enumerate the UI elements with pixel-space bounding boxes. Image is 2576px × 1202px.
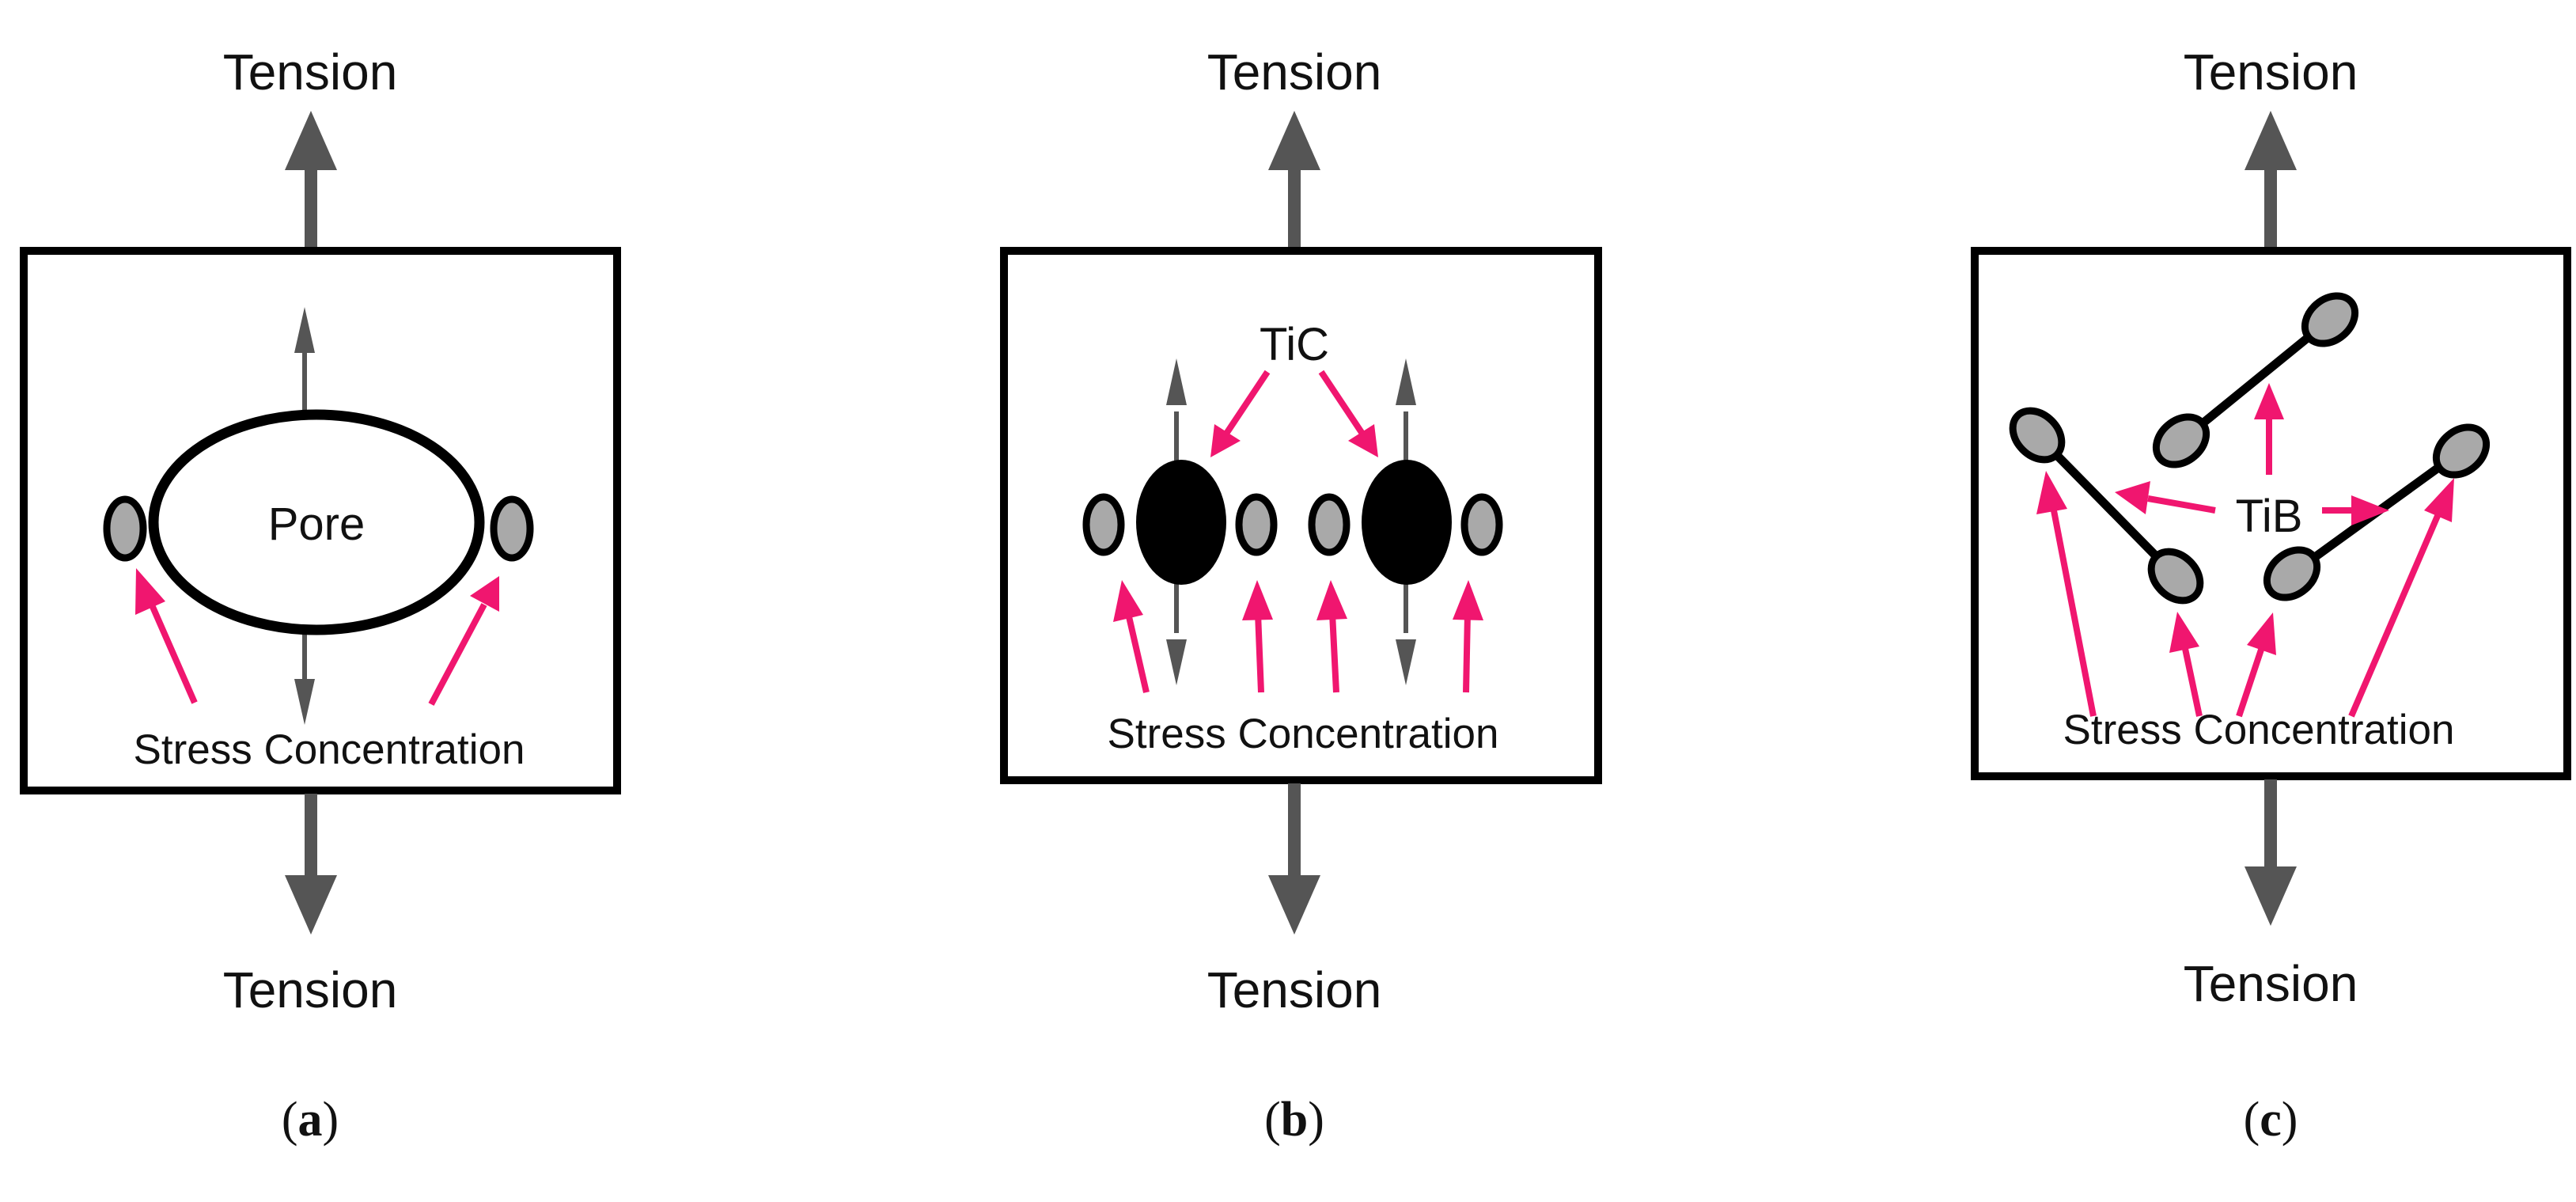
pore-ellipse (148, 409, 485, 635)
particle (1308, 493, 1351, 556)
tension-top-label: Tension (2184, 44, 2358, 100)
stress-arrow (1113, 580, 1150, 693)
tib-label: TiB (2236, 491, 2303, 542)
particle (1235, 493, 1278, 556)
stress-arrow (1316, 580, 1347, 693)
particle-left (103, 495, 147, 562)
pore-label: Pore (268, 499, 366, 550)
tension-bottom-label: Tension (1207, 961, 1382, 1018)
tib-pointer-right (2322, 495, 2389, 525)
tension-arrow-down (285, 794, 337, 935)
specimen-frame (1971, 247, 2571, 780)
stress-arrow (2348, 478, 2454, 718)
tib-whisker-top (2152, 292, 2359, 468)
panel-c: Tension TiB (1971, 44, 2571, 1147)
stress-concentration-label: Stress Concentration (134, 726, 525, 773)
particle (1082, 493, 1125, 556)
inner-tension-arrow-down (294, 629, 315, 725)
tension-arrow-up (2245, 111, 2297, 247)
stress-concentration-label: Stress Concentration (1108, 711, 1499, 757)
tension-arrow-up (285, 111, 337, 247)
tic-particle-left (1136, 460, 1226, 585)
tension-arrow-up (1268, 111, 1320, 247)
stress-arrow (1242, 580, 1273, 693)
caption-b: (b) (1264, 1093, 1324, 1147)
tic-pointer-right (1318, 370, 1378, 457)
tension-arrow-down (2245, 779, 2297, 926)
tension-top-label: Tension (223, 44, 398, 100)
stress-arrow (2036, 471, 2097, 717)
stress-arrow-left (135, 568, 198, 704)
tension-arrow-down (1268, 783, 1320, 935)
tib-whisker-left (2009, 407, 2204, 605)
panel-b: Tension TiC (1000, 44, 1602, 1147)
tib-pointer-left (2115, 481, 2216, 514)
inner-tension-arrow-up (294, 307, 315, 415)
stress-arrow-right (428, 576, 499, 706)
panel-a: Tension Pore Stress Concentration (20, 44, 621, 1147)
caption-c: (c) (2244, 1093, 2298, 1147)
stress-arrow (2169, 612, 2203, 717)
particle (1460, 493, 1503, 556)
stress-arrow (2236, 612, 2276, 718)
tib-whisker-right (2263, 423, 2491, 601)
stress-arrow (1453, 580, 1483, 693)
tic-pointer-left (1210, 370, 1271, 457)
stress-concentration-label: Stress Concentration (2063, 707, 2455, 753)
tension-top-label: Tension (1207, 44, 1382, 100)
tib-pointer-up (2254, 383, 2284, 475)
caption-a: (a) (282, 1093, 339, 1147)
tic-label: TiC (1260, 319, 1329, 370)
tic-particle-right (1362, 460, 1452, 585)
tension-bottom-label: Tension (223, 961, 398, 1018)
particle-right (490, 495, 534, 562)
tension-bottom-label: Tension (2184, 955, 2358, 1012)
